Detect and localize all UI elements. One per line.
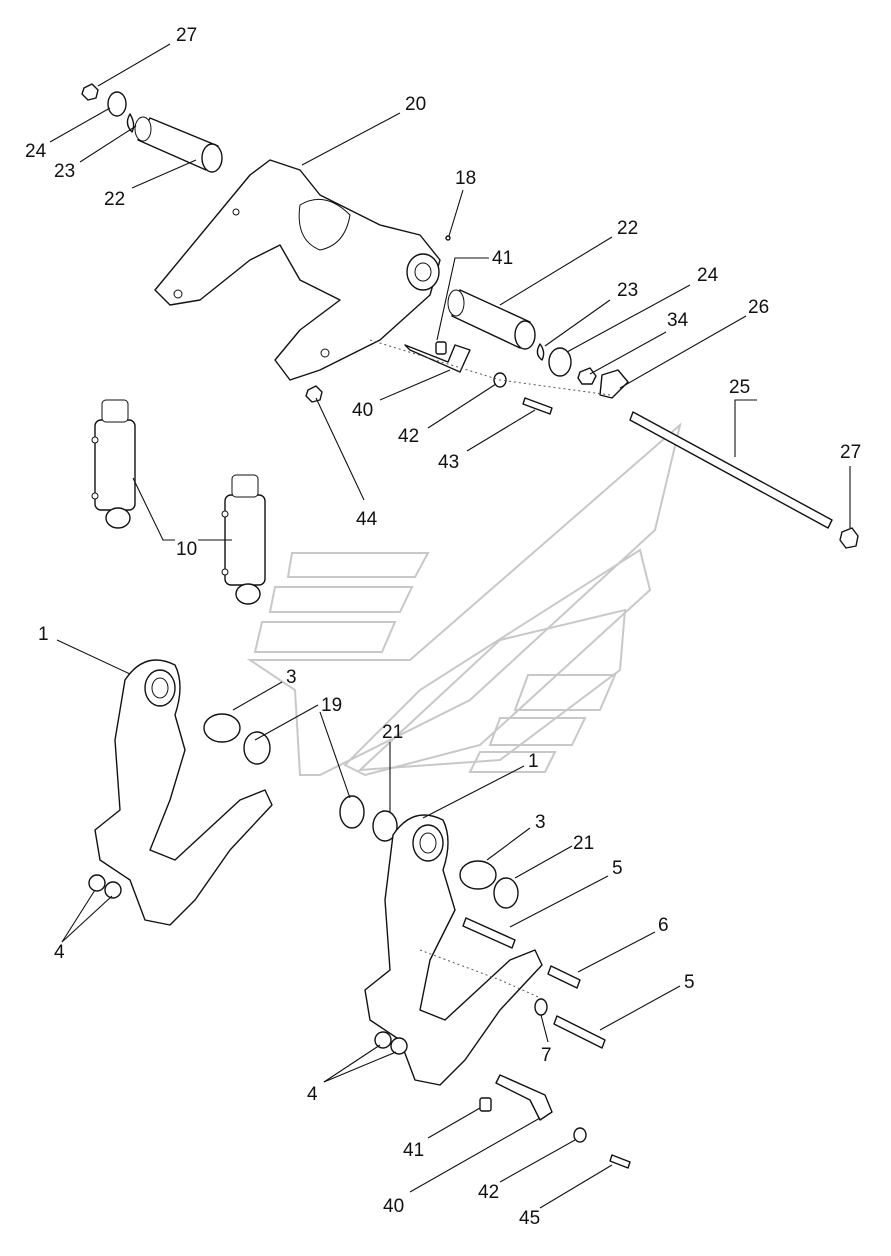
callout-19: 19: [321, 695, 342, 716]
bolt-5-a: [462, 917, 516, 949]
callout-40-bottom: 40: [383, 1196, 404, 1217]
callout-23-right: 23: [617, 280, 638, 301]
callout-24-top: 24: [25, 141, 47, 162]
callout-41-bottom: 41: [403, 1140, 424, 1161]
callout-22-top: 22: [104, 189, 125, 210]
nut-44: [305, 385, 323, 403]
callout-25: 25: [729, 377, 750, 398]
pin-40-top: [404, 344, 471, 373]
callout-1-right: 1: [528, 751, 539, 772]
callout-5-upper: 5: [612, 858, 623, 879]
callout-10: 10: [176, 539, 197, 560]
callout-3-right: 3: [535, 812, 546, 833]
bushing-3-right: [459, 860, 497, 890]
bushing-4-right-b: [390, 1037, 408, 1055]
bushing-3-left: [203, 713, 241, 743]
bolt-5-b: [553, 1015, 606, 1049]
leader-lines: [49, 43, 851, 1209]
bushing-4-right-a: [374, 1031, 392, 1049]
callout-43: 43: [438, 452, 459, 473]
frame-20: [154, 159, 441, 381]
bushing-41-bottom: [479, 1097, 492, 1112]
callout-22-right: 22: [617, 218, 638, 239]
bushing-4-left-b: [104, 881, 122, 899]
callout-44: 44: [356, 509, 378, 530]
ring-23-top: [126, 113, 135, 133]
bolt-45: [609, 1154, 631, 1169]
washer-24-top: [107, 91, 127, 117]
callout-42-bottom: 42: [478, 1182, 499, 1203]
callout-5-lower: 5: [684, 972, 695, 993]
arm-1-left: [94, 659, 273, 926]
nut-34: [577, 367, 597, 385]
bushing-41-top: [435, 341, 447, 355]
callout-27-top: 27: [176, 25, 197, 46]
pin-22-top: [134, 116, 223, 173]
assembly-line-top: [369, 339, 611, 396]
ring-23-right: [536, 343, 545, 361]
callout-20: 20: [405, 94, 426, 115]
callout-42-top: 42: [398, 426, 419, 447]
arm-1-right: [364, 814, 543, 1086]
washer-42-bottom: [573, 1127, 587, 1143]
ring-19-lower: [339, 795, 365, 829]
callout-1-left: 1: [38, 624, 49, 645]
callout-45: 45: [519, 1208, 540, 1229]
ring-21-right: [493, 877, 519, 909]
bracket-26: [599, 369, 629, 399]
washer-24-right: [548, 347, 572, 377]
ring-19: [243, 731, 271, 765]
bolt-6: [547, 965, 581, 989]
callout-41-top: 41: [492, 248, 513, 269]
callout-26: 26: [748, 297, 769, 318]
callout-23-top: 23: [54, 161, 75, 182]
rod-25: [629, 411, 833, 529]
pin-40-bottom: [495, 1074, 553, 1121]
grease-fitting-18: [445, 235, 451, 241]
callout-40-top: 40: [352, 400, 373, 421]
callout-18: 18: [455, 168, 476, 189]
callout-24-right: 24: [697, 265, 719, 286]
cylinder-10-right: [221, 474, 266, 605]
ring-21-left: [372, 810, 398, 842]
callout-3-left: 3: [286, 667, 297, 688]
callout-4-right: 4: [307, 1084, 318, 1105]
nut-27-right: [839, 527, 859, 549]
callout-27-right: 27: [840, 442, 861, 463]
callout-34: 34: [667, 310, 689, 331]
assembly-line-bottom: [419, 949, 546, 1001]
callout-21-right: 21: [573, 833, 594, 854]
nut-27-top: [81, 83, 99, 101]
pin-22-right: [447, 289, 536, 350]
bolt-43: [522, 397, 553, 415]
callout-21-left: 21: [382, 722, 403, 743]
bushing-4-left-a: [88, 874, 106, 892]
callout-7: 7: [541, 1045, 552, 1066]
callout-4-left: 4: [54, 942, 65, 963]
callout-6: 6: [658, 915, 669, 936]
watermark-logo: [246, 422, 682, 777]
cylinder-10-left: [91, 399, 136, 529]
washer-7: [534, 998, 548, 1016]
